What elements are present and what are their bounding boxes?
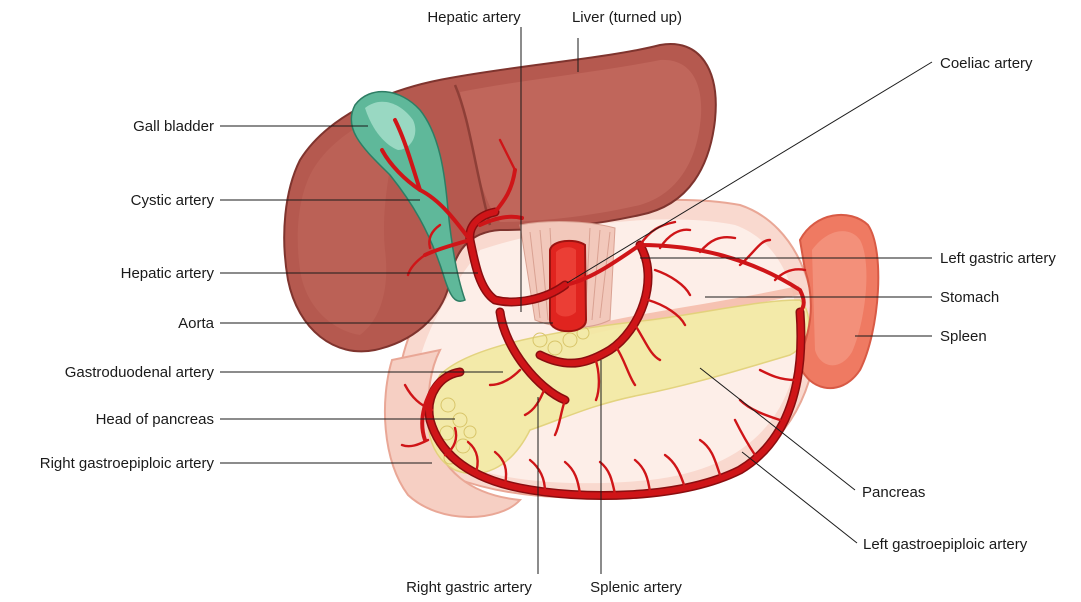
label-right-gastroepiploic-artery: Right gastroepiploic artery [40, 455, 215, 472]
label-right-gastric-artery: Right gastric artery [406, 579, 532, 596]
label-gastroduodenal-artery: Gastroduodenal artery [65, 364, 215, 381]
label-hepatic-artery-left: Hepatic artery [121, 265, 215, 282]
label-hepatic-artery-top: Hepatic artery [427, 9, 521, 26]
leader-left-gastroepiploic-artery [742, 452, 857, 543]
label-gall-bladder: Gall bladder [133, 118, 214, 135]
spleen [798, 215, 878, 388]
label-head-of-pancreas: Head of pancreas [96, 411, 214, 428]
label-splenic-artery: Splenic artery [590, 579, 682, 596]
label-cystic-artery: Cystic artery [131, 192, 215, 209]
label-left-gastroepiploic-artery: Left gastroepiploic artery [863, 536, 1028, 553]
label-pancreas: Pancreas [862, 484, 925, 501]
label-aorta: Aorta [178, 315, 215, 332]
label-left-gastric-artery: Left gastric artery [940, 250, 1056, 267]
label-liver: Liver (turned up) [572, 9, 682, 26]
label-coeliac-artery: Coeliac artery [940, 55, 1033, 72]
label-spleen: Spleen [940, 328, 987, 345]
label-stomach: Stomach [940, 289, 999, 306]
